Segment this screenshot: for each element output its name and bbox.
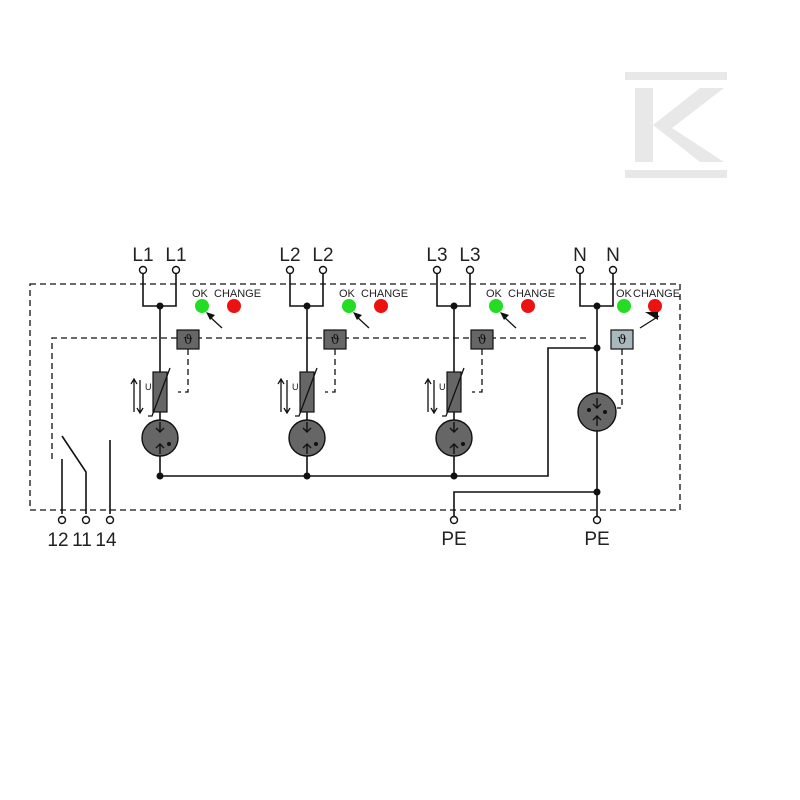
ok-led-l2: [342, 299, 356, 313]
pe-bus: [453, 491, 597, 520]
n-label-b: N: [606, 245, 620, 266]
terminal-n-a[interactable]: [575, 265, 585, 275]
gas-discharge-tube-l1: [141, 419, 179, 457]
ok-label-l2: OK: [339, 288, 356, 300]
gas-discharge-tube-l2: [288, 419, 326, 457]
change-led-l1: [227, 299, 241, 313]
ok-led-l1: [195, 299, 209, 313]
channel-l1: L1 L1 ϑU OK CHANGE: [130, 245, 261, 480]
k-logo-icon: [625, 72, 727, 178]
terminal-pe-2[interactable]: [592, 515, 602, 525]
channel-l2: L2 L2 ϑU OK CHANGE: [277, 245, 408, 480]
terminal-n-b[interactable]: [608, 265, 618, 275]
label-l2-a: L2: [279, 245, 300, 266]
ok-label-l3: OK: [486, 288, 503, 300]
change-led-n: [648, 299, 662, 313]
terminal-l3-b[interactable]: [465, 265, 475, 275]
svg-text:ϑ: ϑ: [617, 333, 626, 348]
pe-label-1: PE: [441, 529, 466, 550]
ok-label-l1: OK: [192, 288, 209, 300]
terminal-l2-a[interactable]: [285, 265, 295, 275]
bottom-bus: [160, 347, 597, 477]
svg-text:ϑ: ϑ: [477, 333, 486, 348]
change-label-l3: CHANGE: [508, 288, 555, 300]
terminal-pe-1[interactable]: [449, 515, 459, 525]
ok-led-l3: [489, 299, 503, 313]
gas-discharge-tube-l3: [435, 419, 473, 457]
label-l3-a: L3: [426, 245, 447, 266]
varistor-l3: [446, 371, 462, 413]
svg-text:U: U: [292, 382, 299, 392]
label-l2-b: L2: [312, 245, 333, 266]
varistor-l1: [152, 371, 168, 413]
varistor-l2: [299, 371, 315, 413]
terminal-relay-14[interactable]: [105, 515, 115, 525]
label-l1-a: L1: [132, 245, 153, 266]
relay-label-14: 14: [95, 530, 117, 551]
change-led-l2: [374, 299, 388, 313]
terminal-l1-b[interactable]: [171, 265, 181, 275]
change-label-l2: CHANGE: [361, 288, 408, 300]
n-channel: ϑ: [575, 265, 662, 520]
change-label-n: CHANGE: [633, 288, 680, 300]
terminal-relay-11[interactable]: [81, 515, 91, 525]
pe-label-2: PE: [584, 529, 609, 550]
terminal-l3-a[interactable]: [432, 265, 442, 275]
ok-led-n: [617, 299, 631, 313]
change-label-l1: CHANGE: [214, 288, 261, 300]
change-led-l3: [521, 299, 535, 313]
monitor-dash-left: [51, 337, 177, 459]
relay-label-11: 11: [72, 530, 92, 551]
device-enclosure: [29, 283, 681, 511]
n-label-a: N: [573, 245, 587, 266]
terminal-l2-b[interactable]: [318, 265, 328, 275]
svg-text:U: U: [145, 382, 152, 392]
terminal-relay-12[interactable]: [57, 515, 67, 525]
relay-label-12: 12: [47, 530, 68, 551]
svg-text:U: U: [439, 382, 446, 392]
remote-signalling-contact: [61, 435, 111, 514]
terminal-l1-a[interactable]: [138, 265, 148, 275]
svg-text:ϑ: ϑ: [183, 333, 192, 348]
gas-discharge-tube-n: [577, 392, 617, 432]
label-l1-b: L1: [165, 245, 186, 266]
channel-l3: L3 L3 ϑU OK CHANGE: [424, 245, 555, 480]
ok-label-n: OK: [616, 288, 633, 300]
svg-text:ϑ: ϑ: [330, 333, 339, 348]
label-l3-b: L3: [459, 245, 480, 266]
